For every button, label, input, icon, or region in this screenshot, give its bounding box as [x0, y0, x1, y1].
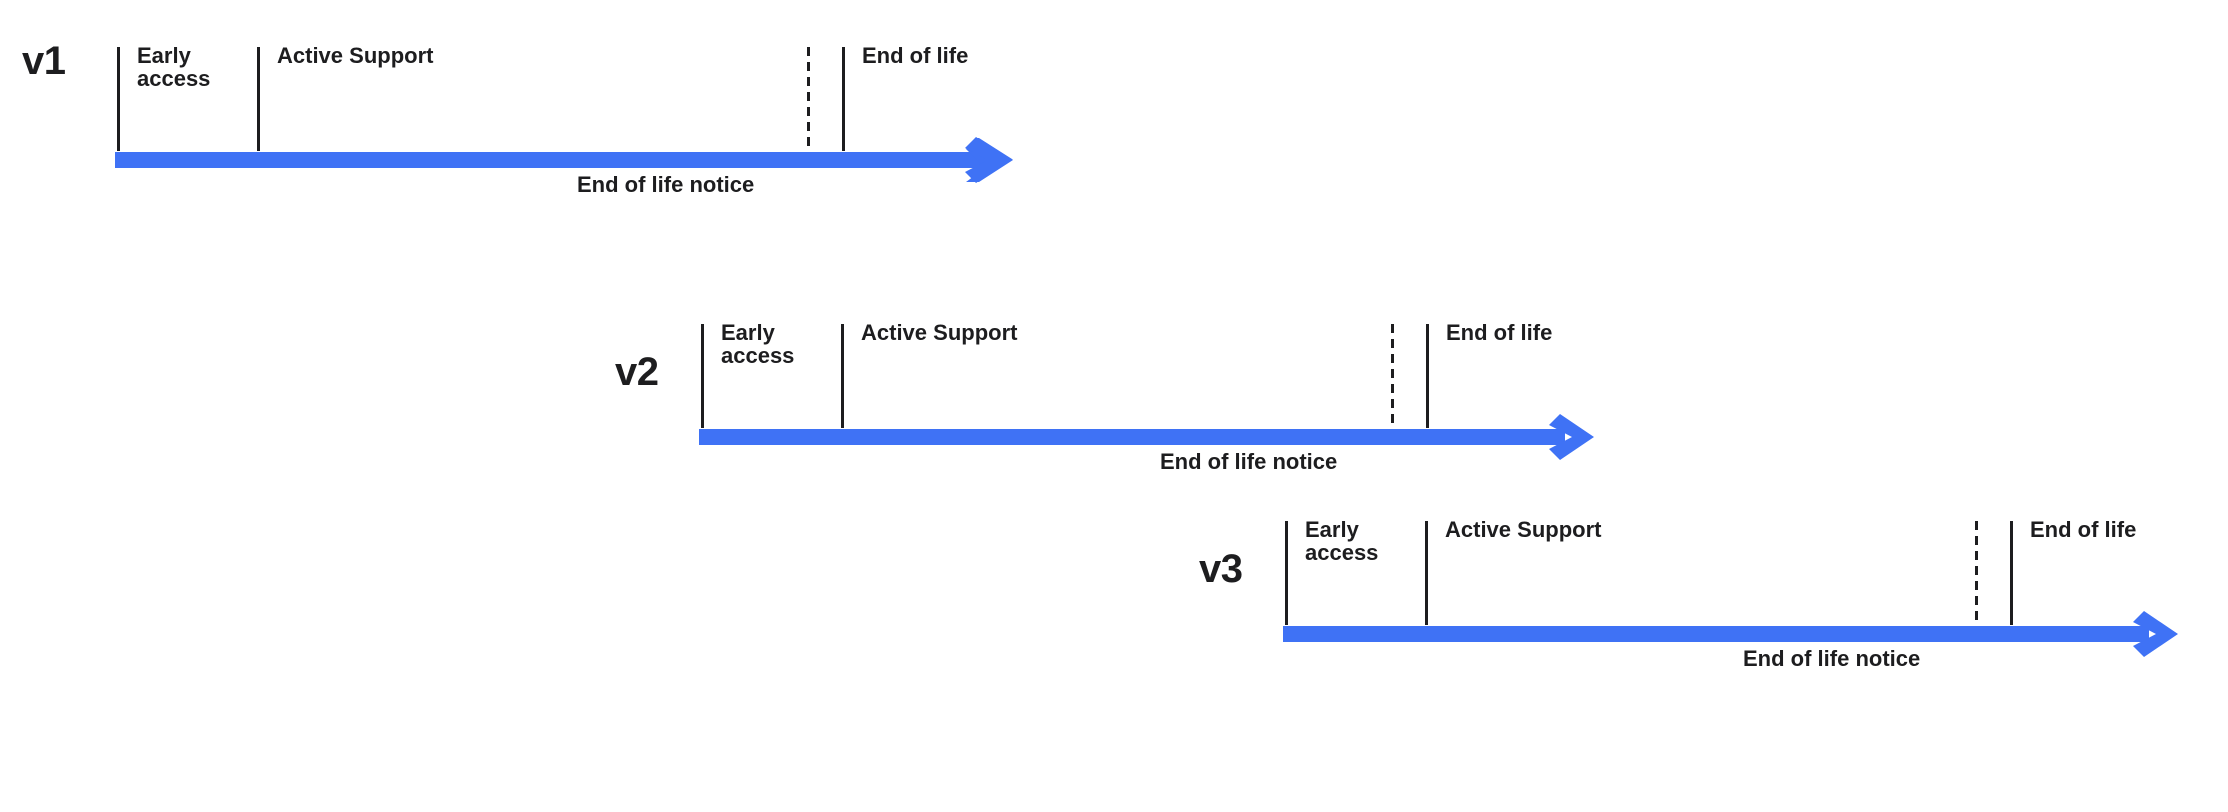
- version-label-v1: v1: [22, 39, 66, 83]
- timeline-arrow-v1: [115, 137, 1015, 183]
- marker-end-of-life-notice-v3: [1975, 521, 1978, 625]
- phase-label-end-of-life-v2: End of life: [1446, 320, 1553, 345]
- phase-label-early-access-v2: Early access: [721, 320, 795, 369]
- arrow-head-v3: [2133, 609, 2183, 659]
- timeline-v3: v3 Early access Active Support End of li…: [0, 393, 2228, 670]
- divider-active-support-start-v1: [257, 47, 260, 151]
- arrow-shaft-v2: [699, 429, 1565, 445]
- notice-label-v3: End of life notice: [1743, 646, 1921, 671]
- arrow-head-v2: [1549, 412, 1599, 462]
- phase-label-end-of-life-v3: End of life: [2030, 517, 2137, 542]
- arrow-shaft-v3: [1283, 626, 2149, 642]
- arrow-shaft-v1: [115, 152, 981, 168]
- divider-early-access-start-v1: [117, 47, 120, 151]
- phase-label-end-of-life-v1: End of life: [862, 43, 969, 68]
- timeline-v1: v1 Early access Active Support End of li…: [0, 0, 1060, 196]
- phase-label-early-access-v3: Early access: [1305, 517, 1379, 566]
- divider-early-access-start-v2: [701, 324, 704, 428]
- phase-label-active-support-v1: Active Support: [277, 43, 434, 68]
- notice-label-v2: End of life notice: [1160, 449, 1338, 474]
- phase-label-active-support-v2: Active Support: [861, 320, 1018, 345]
- timeline-arrow-v3: [1283, 611, 2183, 657]
- timeline-arrow-v2: [699, 414, 1599, 460]
- phase-label-early-access-v1: Early access: [137, 43, 211, 92]
- divider-end-of-life-start-v1: [842, 47, 845, 151]
- version-label-v3: v3: [1199, 547, 1243, 591]
- version-label-v2: v2: [615, 350, 659, 394]
- phase-label-active-support-v3: Active Support: [1445, 517, 1602, 542]
- marker-end-of-life-notice-v1: [807, 47, 810, 151]
- arrow-head-v1: [965, 135, 1015, 185]
- divider-end-of-life-start-v3: [2010, 521, 2013, 625]
- divider-active-support-start-v3: [1425, 521, 1428, 625]
- timeline-v2: v2 Early access Active Support End of li…: [0, 196, 1650, 473]
- marker-end-of-life-notice-v2: [1391, 324, 1394, 428]
- notice-label-v1: End of life notice: [577, 172, 755, 197]
- divider-active-support-start-v2: [841, 324, 844, 428]
- divider-end-of-life-start-v2: [1426, 324, 1429, 428]
- divider-early-access-start-v3: [1285, 521, 1288, 625]
